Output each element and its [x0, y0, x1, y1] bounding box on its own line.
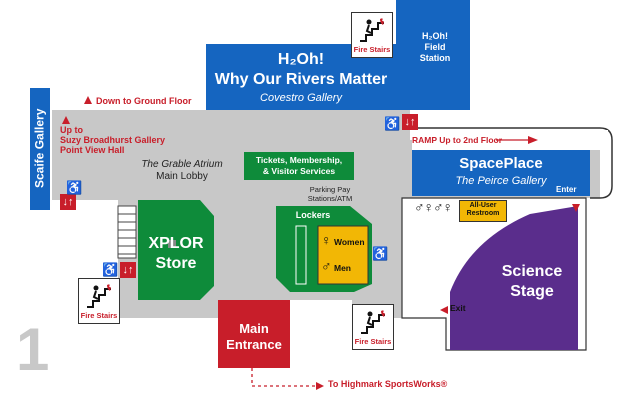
fire-stairs-bottom: Fire Stairs [352, 304, 394, 350]
main-entrance-line1: Main [239, 321, 269, 336]
atrium-column [168, 240, 176, 248]
ramp-label: RAMP Up to 2nd Floor [412, 135, 503, 145]
tickets-line1: Tickets, Membership, [255, 155, 343, 165]
exit-arrow [440, 306, 448, 314]
atrium-title: The Grable Atrium [141, 159, 223, 170]
spaceplace-enter: Enter [556, 185, 577, 194]
up-arrow-1 [62, 116, 70, 124]
elevator-icon: ↓↑ [120, 262, 136, 278]
h2oh-station-line1: H₂Oh! [422, 31, 448, 41]
fire-stairs-icon [87, 284, 111, 308]
science-stage-line2: Stage [510, 283, 554, 300]
science-stage-line1: Science [501, 263, 563, 280]
fire-stairs-left: Fire Stairs [78, 278, 120, 324]
h2oh-subtitle: Covestro Gallery [260, 92, 342, 104]
men-icon: ♂ [321, 258, 332, 274]
stairs-block [117, 205, 137, 259]
tickets-desk [244, 152, 354, 180]
up-suzy-line2: Suzy Broadhurst Gallery [60, 135, 166, 145]
scaife-gallery-label: Scaife Gallery [32, 108, 47, 188]
floor-number: 1 [16, 316, 50, 383]
h2oh-station-line3: Station [419, 53, 451, 63]
highmark-label: To Highmark SportsWorks® [328, 379, 448, 389]
accessible-icon: ♿ [102, 262, 119, 277]
restroom-men: Men [334, 263, 351, 273]
sportsworks-path [251, 368, 316, 387]
xplor-store-shape [138, 200, 214, 300]
fire-stairs-label: Fire Stairs [354, 337, 392, 346]
elevator-icon: ↓↑ [60, 194, 76, 210]
elevator-icon: ↓↑ [402, 114, 418, 130]
sportsworks-arrow [316, 382, 324, 390]
science-stage-shape [450, 206, 578, 350]
lockers-title: Lockers [295, 210, 331, 220]
all-user-line2: Restroom [466, 210, 500, 217]
spaceplace-subtitle: The Peirce Gallery [455, 175, 547, 187]
up-suzy-line1: Up to [60, 125, 83, 135]
accessible-icon: ♿ [384, 116, 401, 131]
h2oh-title-line2: Why Our Rivers Matter [214, 71, 388, 88]
corridor-loop [410, 127, 613, 199]
parking-line2: Stations/ATM [307, 194, 353, 203]
accessible-icon: ♿ [66, 180, 83, 195]
h2oh-title-line1: H₂Oh! [277, 51, 325, 68]
all-user-line1: All-User [469, 202, 497, 209]
restroom-women: Women [334, 237, 365, 247]
main-entrance-line2: Entrance [226, 337, 282, 352]
h2oh-gallery [206, 0, 470, 110]
ramp-arrow [528, 136, 538, 144]
women-icon: ♀ [321, 232, 332, 248]
fire-stairs-icon [361, 310, 385, 334]
h2oh-station-line2: Field [424, 42, 446, 52]
fire-stairs-top: Fire Stairs [351, 12, 393, 58]
fire-stairs-icon [360, 18, 384, 42]
accessible-icon: ♿ [372, 246, 389, 261]
parking-line1: Parking Pay [309, 185, 351, 194]
scaife-gallery [30, 88, 50, 210]
main-entrance-shape [218, 300, 290, 368]
tickets-line2: & Visitor Services [262, 166, 336, 176]
up-arrow-2 [84, 96, 92, 104]
fire-stairs-label: Fire Stairs [353, 45, 391, 54]
xplor-line1: XPLOR [148, 235, 204, 252]
restroom-people-icon: ♂♀♂♀ [414, 199, 453, 215]
exit-label: Exit [450, 303, 466, 313]
down-ground-floor: Down to Ground Floor [96, 96, 192, 106]
spaceplace-gallery [412, 150, 590, 196]
up-suzy-line3: Point View Hall [60, 145, 125, 155]
enter-arrow [572, 204, 580, 212]
atrium-subtitle: Main Lobby [156, 171, 208, 182]
all-user-restroom-box [459, 200, 507, 222]
spaceplace-title: SpacePlace [459, 155, 543, 172]
locker-bank [295, 225, 307, 285]
restroom-block [317, 225, 369, 285]
xplor-line2: Store [155, 255, 197, 272]
fire-stairs-label: Fire Stairs [80, 311, 118, 320]
stair-treads [118, 213, 136, 255]
